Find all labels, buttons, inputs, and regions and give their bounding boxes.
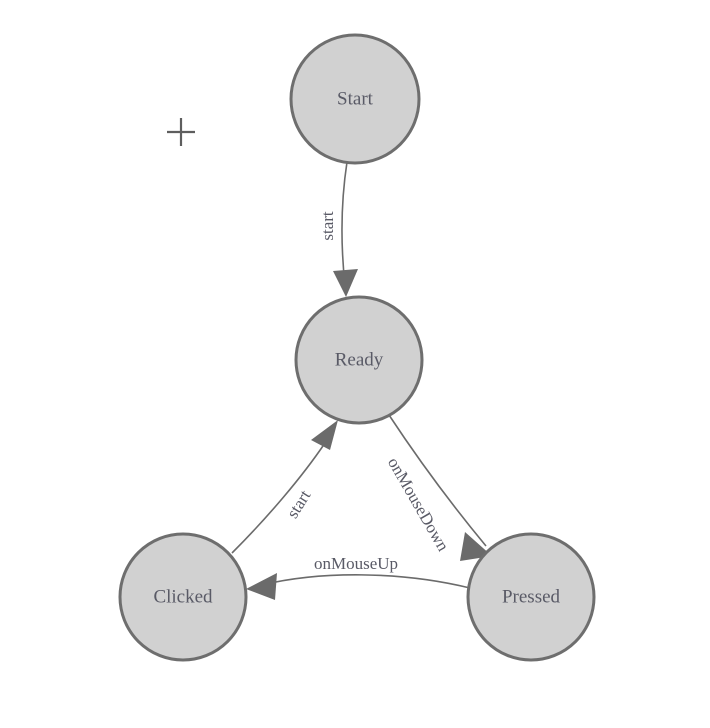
node-clicked-label: Clicked	[153, 586, 213, 607]
edge-clicked-to-ready[interactable]: start	[231, 420, 338, 554]
node-start-label: Start	[337, 88, 374, 109]
arrowhead-into-clicked	[246, 573, 277, 600]
node-start[interactable]: Start	[289, 33, 421, 165]
arrowhead-into-ready-from-clicked	[311, 420, 338, 450]
node-clicked[interactable]: Clicked	[118, 532, 248, 662]
arrowhead-into-ready-from-start	[333, 269, 358, 297]
node-ready[interactable]: Ready	[294, 295, 424, 425]
node-clicked-circle[interactable]	[118, 532, 248, 662]
node-pressed[interactable]: Pressed	[466, 532, 596, 662]
node-pressed-circle[interactable]	[466, 532, 596, 662]
edge-path-ready-to-pressed	[388, 414, 487, 547]
edge-path-pressed-to-clicked	[261, 574, 471, 589]
node-start-circle[interactable]	[289, 33, 421, 165]
edge-label-start-to-ready: start	[318, 211, 337, 241]
edge-path-start-to-ready	[341, 161, 348, 286]
crosshair-icon[interactable]	[167, 118, 195, 146]
edge-ready-to-pressed[interactable]: onMouseDown	[384, 414, 492, 561]
edge-label-ready-to-pressed: onMouseDown	[384, 454, 453, 555]
edge-start-to-ready[interactable]: start	[318, 161, 358, 297]
node-pressed-label: Pressed	[502, 586, 561, 607]
edge-pressed-to-clicked[interactable]: onMouseUp	[246, 554, 471, 600]
node-ready-label: Ready	[335, 349, 384, 370]
edge-label-pressed-to-clicked: onMouseUp	[314, 554, 398, 573]
edge-path-clicked-to-ready	[231, 442, 326, 554]
node-ready-circle[interactable]	[294, 295, 424, 425]
